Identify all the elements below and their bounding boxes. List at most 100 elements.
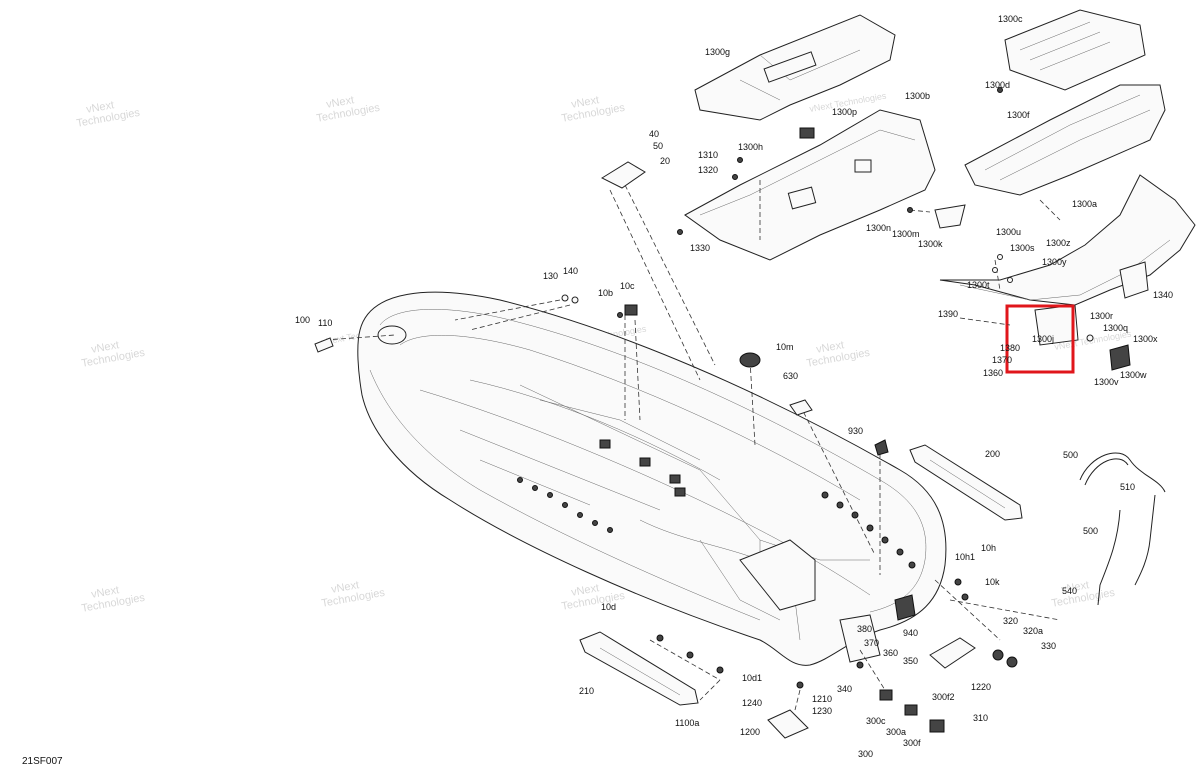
part-1300b-seat-base (684, 109, 966, 261)
callout-label: 300a (886, 727, 906, 737)
callout-label: 100 (295, 315, 310, 325)
callout-label: 360 (883, 648, 898, 658)
part-300-cluster (879, 649, 1018, 733)
part-210-rail (579, 631, 699, 706)
callout-label: 320 (1003, 616, 1018, 626)
callout-label: 1300y (1042, 257, 1067, 267)
part-1220-grille (929, 637, 976, 669)
callout-label: 1300v (1094, 377, 1119, 387)
callout-label: 940 (903, 628, 918, 638)
part-1300x-bracket (1109, 344, 1131, 371)
callout-labels: 1300g 1300c 1300d 1300p 1300b 1300f 40 5… (295, 14, 1173, 759)
callout-label: 10h1 (955, 552, 975, 562)
callout-label: 1300u (996, 227, 1021, 237)
callout-label: 540 (1062, 586, 1077, 596)
callout-label: 1200 (740, 727, 760, 737)
callout-label: 10d1 (742, 673, 762, 683)
highlight-box (1005, 304, 1075, 374)
callout-label: 1300f (1007, 110, 1030, 120)
hull-fasteners (517, 439, 916, 569)
callout-label: 1310 (698, 150, 718, 160)
watermark: vNext (85, 99, 115, 116)
callout-label: 1300h (738, 142, 763, 152)
callout-label: 1300s (1010, 243, 1035, 253)
callout-label: 510 (1120, 482, 1135, 492)
callout-label: 300f2 (932, 692, 955, 702)
part-1300a-rear-assembly (939, 174, 1196, 346)
callout-label: 10c (620, 281, 635, 291)
callout-label: 1340 (1153, 290, 1173, 300)
callout-label: 340 (837, 684, 852, 694)
part-1200-grate (767, 709, 809, 739)
callout-label: 1390 (938, 309, 958, 319)
part-200-rail (909, 444, 1023, 521)
callout-label: 1300p (832, 107, 857, 117)
callout-label: 350 (903, 656, 918, 666)
watermark: vNext (570, 94, 600, 111)
callout-label: 1300a (1072, 199, 1097, 209)
callout-label: 20 (660, 156, 670, 166)
callout-label: 1300x (1133, 334, 1158, 344)
callout-label: 10h (981, 543, 996, 553)
callout-label: 330 (1041, 641, 1056, 651)
callout-label: 1300n (866, 223, 891, 233)
part-500-hoses (1079, 452, 1166, 606)
watermark: vNext (1060, 579, 1090, 596)
callout-label: 1300g (705, 47, 730, 57)
watermark: vNext (90, 584, 120, 601)
diagram-code: 21SF007 (22, 756, 63, 767)
watermark: vNext (815, 339, 845, 356)
part-1300c-panel (1004, 9, 1146, 91)
callout-label: 300 (858, 749, 873, 759)
callout-label: 930 (848, 426, 863, 436)
callout-label: 130 (543, 271, 558, 281)
callout-label: 1100a (675, 718, 699, 728)
callout-label: 1300c (998, 14, 1023, 24)
callout-label: 1330 (690, 243, 710, 253)
callout-label: 1320 (698, 165, 718, 175)
assembly-lines (324, 180, 1061, 711)
watermark: vNext (325, 94, 355, 111)
callout-label: 1240 (742, 698, 762, 708)
callout-label: 500 (1083, 526, 1098, 536)
callout-label: 500 (1063, 450, 1078, 460)
callout-label: 10m (776, 342, 794, 352)
callout-label: 50 (653, 141, 663, 151)
hull (357, 291, 947, 666)
callout-label: 1300b (905, 91, 930, 101)
callout-label: 1380 (1000, 343, 1020, 353)
callout-label: 1300q (1103, 323, 1128, 333)
callout-label: 140 (563, 266, 578, 276)
callout-label: 1300j (1032, 334, 1054, 344)
callout-label: 1210 (812, 694, 832, 704)
callout-label: 1300w (1120, 370, 1147, 380)
callout-label: 110 (318, 318, 332, 328)
callout-label: 1300t (967, 280, 990, 290)
callout-label: 320a (1023, 626, 1043, 636)
callout-label: 1220 (971, 682, 991, 692)
callout-label: 40 (649, 129, 659, 139)
watermark: vNext (570, 582, 600, 599)
callout-label: 1360 (983, 368, 1003, 378)
callout-label: 380 (857, 624, 872, 634)
callout-label: 10d (601, 602, 616, 612)
part-1300f-pad (964, 84, 1166, 196)
callout-label: 1300d (985, 80, 1010, 90)
callout-label: 1300r (1090, 311, 1113, 321)
hardware (314, 87, 1094, 689)
callout-label: 210 (579, 686, 594, 696)
callout-label: 200 (985, 449, 1000, 459)
callout-label: 1230 (812, 706, 832, 716)
callout-label: 10b (598, 288, 613, 298)
part-1300g-cover (694, 14, 896, 121)
callout-label: 300c (866, 716, 886, 726)
callout-label: 1300k (918, 239, 943, 249)
callout-label: 370 (864, 638, 879, 648)
callout-label: 1370 (992, 355, 1012, 365)
callout-label: 310 (973, 713, 988, 723)
callout-label: 630 (783, 371, 798, 381)
callout-label: 1300m (892, 229, 920, 239)
watermark: vNext (330, 579, 360, 596)
watermark: vNext (90, 339, 120, 356)
